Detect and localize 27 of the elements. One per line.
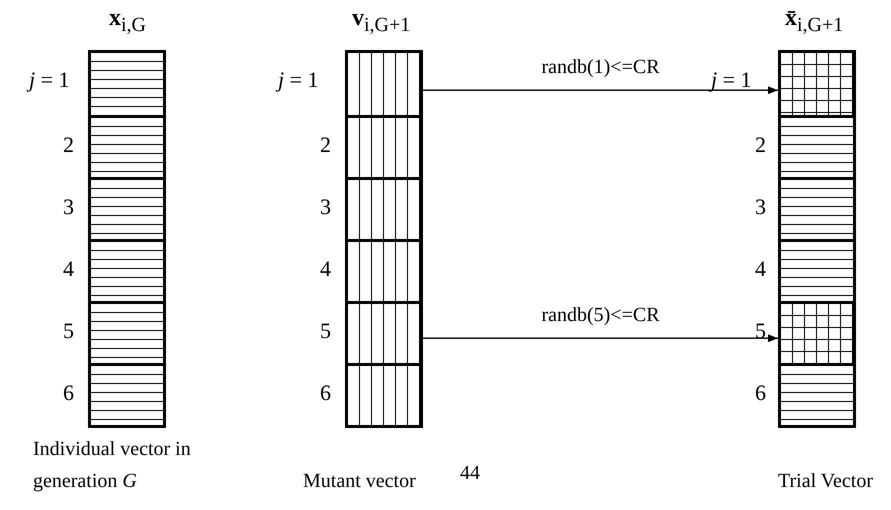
index-label: 4 [755,256,766,282]
arrow [423,334,778,342]
index-label: 3 [320,194,331,220]
index-label: j = 1 [29,67,70,93]
edge-label: randb(5)<=CR [541,304,660,328]
vector-caption: Trial Vector [778,469,874,494]
edge-label: randb(1)<=CR [541,56,660,80]
vector-caption: Individual vector in generation G [33,437,192,494]
index-label: 4 [320,256,331,282]
index-label: j = 1 [278,67,319,93]
index-label: 6 [755,380,766,406]
arrow [423,86,778,94]
index-label: 2 [320,132,331,158]
vector-caption: Mutant vector [303,469,417,494]
vector-symbol: v$_{i,G+1}$ [352,5,410,37]
index-label: 2 [63,132,74,158]
vector-symbol: x̄$_{i,G+1}$ [785,5,844,37]
index-label: 4 [63,256,74,282]
index-label: 6 [63,380,74,406]
index-label: 2 [755,132,766,158]
index-label: 3 [63,194,74,220]
vector-symbol: x$_{i,G}$ [109,5,146,37]
index-label: 5 [320,318,331,344]
page-number: 44 [460,462,480,485]
index-label: 3 [755,194,766,220]
index-label: 6 [320,380,331,406]
index-label: 5 [63,318,74,344]
